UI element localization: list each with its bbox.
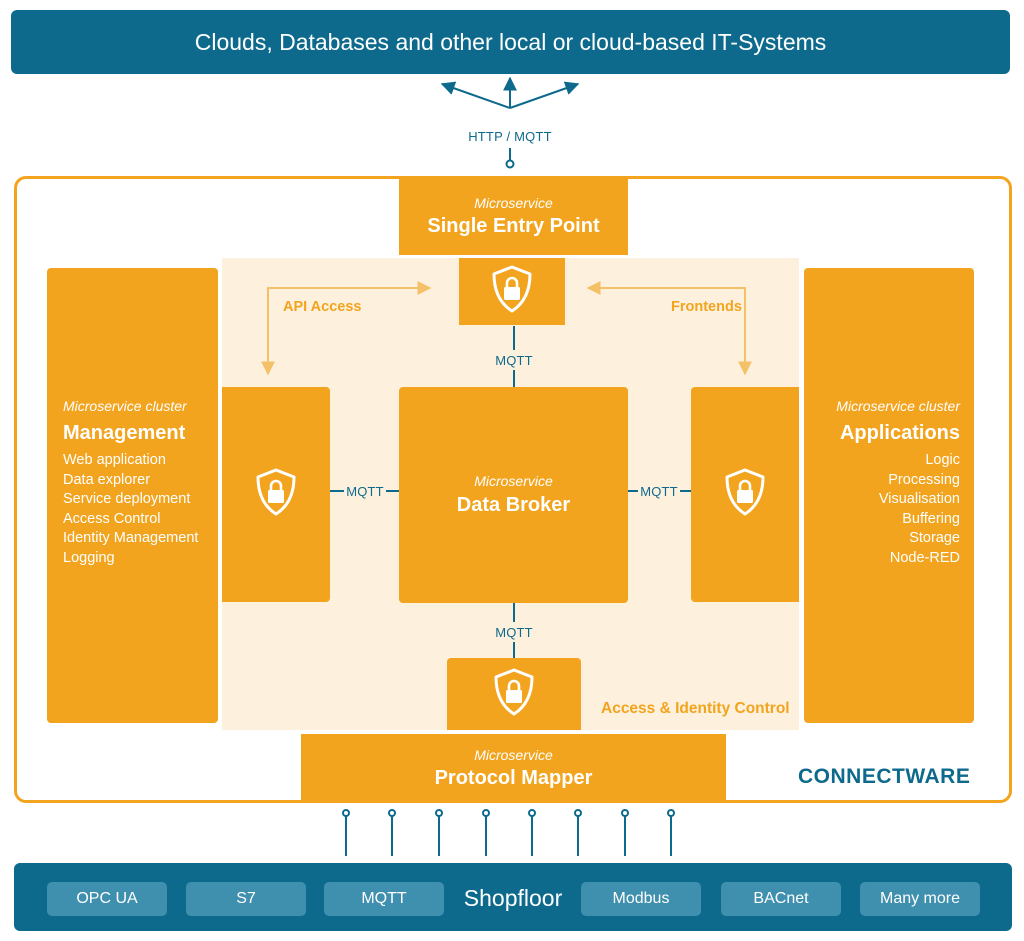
protocol-pill-s7: S7: [186, 882, 306, 916]
mqtt-label-top: MQTT: [484, 352, 544, 368]
list-item: Identity Management: [63, 530, 199, 546]
management-cluster: Microservice cluster Management Web appl…: [47, 268, 218, 723]
list-item: Buffering: [902, 510, 960, 527]
mqtt-label-right: MQTT: [638, 483, 680, 499]
list-item: Visualisation: [878, 491, 960, 507]
list-item: Service deployment: [63, 491, 191, 507]
data-broker-kind: Microservice: [474, 473, 553, 489]
mqtt-label-left: MQTT: [344, 483, 386, 499]
list-item: Data explorer: [63, 471, 151, 488]
data-broker-name: Data Broker: [456, 494, 571, 516]
connectware-logo: CONNECTWARE: [798, 765, 971, 788]
applications-items: Logic Processing Visualisation Buffering…: [804, 451, 960, 568]
single-entry-point-name: Single Entry Point: [427, 215, 600, 237]
shield-box-top: [459, 258, 565, 325]
http-mqtt-label: HTTP / MQTT: [468, 128, 552, 144]
mqtt-label-bottom: MQTT: [484, 624, 544, 640]
shield-lock-icon: [254, 467, 298, 522]
list-item: Access Control: [63, 510, 161, 527]
shield-lock-icon: [723, 467, 767, 522]
list-item: Logging: [63, 549, 115, 566]
shield-lock-icon: [492, 667, 536, 722]
shield-box-right: [691, 387, 799, 602]
protocol-mapper-name: Protocol Mapper: [434, 766, 593, 789]
applications-name: Applications: [839, 422, 960, 444]
protocol-pill-mqtt: MQTT: [324, 882, 444, 916]
applications-cluster: Microservice cluster Applications Logic …: [804, 268, 974, 723]
management-kind: Microservice cluster: [63, 398, 187, 414]
data-broker-box: Microservice Data Broker: [399, 387, 628, 603]
list-item: Web application: [63, 452, 166, 468]
list-item: Node-RED: [889, 549, 960, 566]
arrow-icon: [261, 281, 752, 376]
protocol-mapper-box: Microservice Protocol Mapper: [301, 734, 726, 802]
connector-dot-icon: [342, 809, 675, 856]
shield-box-left: [222, 387, 330, 602]
shopfloor-bar: [14, 863, 1012, 931]
list-item: Storage: [909, 530, 960, 546]
single-entry-point-kind: Microservice: [474, 195, 553, 211]
list-item: Processing: [888, 471, 960, 488]
shield-lock-icon: [490, 264, 534, 319]
it-systems-title: Clouds, Databases and other local or clo…: [194, 28, 827, 55]
management-items: Web application Data explorer Service de…: [63, 451, 218, 568]
protocol-mapper-kind: Microservice: [474, 746, 553, 763]
it-systems-banner: Clouds, Databases and other local or clo…: [11, 10, 1010, 74]
single-entry-point-box: Microservice Single Entry Point: [399, 178, 628, 255]
arrow-icon: [440, 76, 580, 160]
connector-dot-icon: [505, 159, 515, 169]
protocol-pill-opc-ua: OPC UA: [47, 882, 167, 916]
management-name: Management: [63, 422, 186, 444]
shopfloor-title: Shopfloor: [463, 884, 563, 911]
applications-kind: Microservice cluster: [836, 398, 960, 414]
protocol-pill-bacnet: BACnet: [721, 882, 841, 916]
access-identity-label: Access & Identity Control: [601, 700, 790, 717]
protocol-pill-many-more: Many more: [860, 882, 980, 916]
shield-box-bottom: [447, 658, 581, 730]
protocol-pill-modbus: Modbus: [581, 882, 701, 916]
list-item: Logic: [925, 452, 960, 468]
